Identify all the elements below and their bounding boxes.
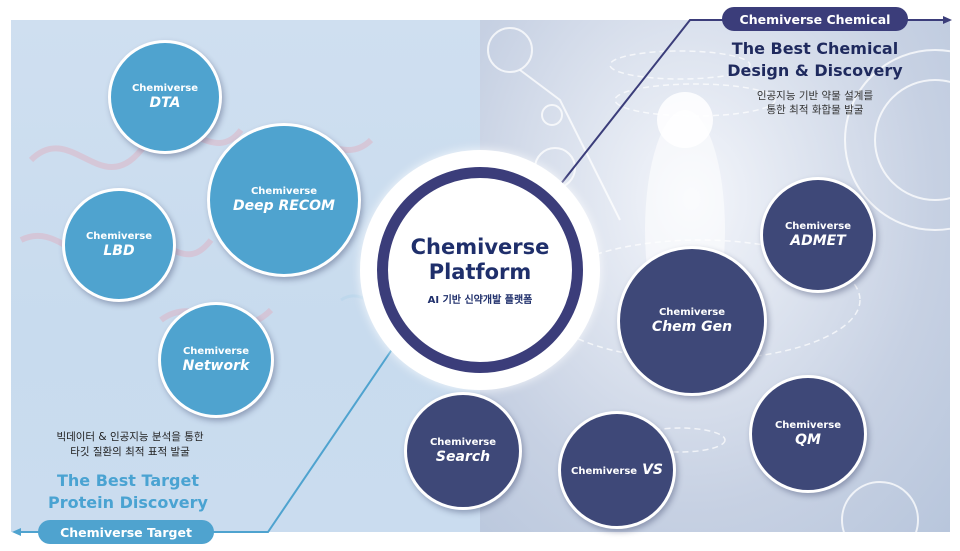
module-lbd[interactable]: Chemiverse LBD xyxy=(62,188,176,302)
module-dta[interactable]: Chemiverse DTA xyxy=(108,40,222,154)
module-name: Chem Gen xyxy=(651,319,733,335)
chemical-heading-line1: The Best Chemical xyxy=(731,39,899,58)
module-label: Chemiverse VS xyxy=(571,462,663,479)
platform-title-line1: Chemiverse xyxy=(410,234,550,259)
chemical-description: 인공지능 기반 약물 설계를 통한 최적 화합물 발굴 xyxy=(715,89,915,117)
module-name: Search xyxy=(435,449,491,465)
module-search[interactable]: Chemiverse Search xyxy=(404,392,522,510)
module-brand: Chemiverse xyxy=(784,221,852,232)
module-brand: Chemiverse xyxy=(571,465,638,477)
module-name: QM xyxy=(795,432,821,448)
module-brand: Chemiverse xyxy=(429,437,497,448)
platform-subtitle: AI 기반 신약개발 플랫폼 xyxy=(427,294,533,306)
module-brand: Chemiverse xyxy=(131,83,199,94)
chemical-desc-line2: 통한 최적 화합물 발굴 xyxy=(766,104,864,116)
target-heading: The Best Target Protein Discovery xyxy=(28,470,228,514)
module-deep-recom[interactable]: Chemiverse Deep RECOM xyxy=(207,123,361,277)
module-brand: Chemiverse xyxy=(774,420,842,431)
module-brand: Chemiverse xyxy=(658,307,726,318)
module-name: LBD xyxy=(103,243,135,259)
chemical-desc-line1: 인공지능 기반 약물 설계를 xyxy=(756,90,874,102)
module-qm[interactable]: Chemiverse QM xyxy=(749,375,867,493)
module-vs[interactable]: Chemiverse VS xyxy=(558,411,676,529)
module-admet[interactable]: Chemiverse ADMET xyxy=(760,177,876,293)
chemical-heading: The Best Chemical Design & Discovery xyxy=(715,38,915,82)
target-desc-line2: 타깃 질환의 최적 표적 발굴 xyxy=(70,446,190,458)
chemiverse-chemical-pill[interactable]: Chemiverse Chemical xyxy=(722,7,908,31)
module-brand: Chemiverse xyxy=(250,186,318,197)
module-brand: Chemiverse xyxy=(85,231,153,242)
module-name: Deep RECOM xyxy=(233,198,335,214)
platform-hub[interactable]: Chemiverse Platform AI 기반 신약개발 플랫폼 xyxy=(377,167,583,373)
target-desc-line1: 빅데이터 & 인공지능 분석을 통한 xyxy=(56,431,204,443)
platform-title-line2: Platform xyxy=(428,259,532,284)
module-name: DTA xyxy=(149,95,181,111)
target-heading-line1: The Best Target xyxy=(56,471,199,490)
module-name: Network xyxy=(182,358,250,374)
module-network[interactable]: Chemiverse Network xyxy=(158,302,274,418)
module-brand: Chemiverse xyxy=(182,346,250,357)
chemiverse-target-pill[interactable]: Chemiverse Target xyxy=(38,520,214,544)
target-description: 빅데이터 & 인공지능 분석을 통한 타깃 질환의 최적 표적 발굴 xyxy=(30,430,230,460)
target-heading-line2: Protein Discovery xyxy=(48,493,208,512)
module-name: VS xyxy=(642,461,663,478)
module-chem-gen[interactable]: Chemiverse Chem Gen xyxy=(617,246,767,396)
chemical-heading-line2: Design & Discovery xyxy=(727,61,903,80)
module-name: ADMET xyxy=(790,233,846,249)
